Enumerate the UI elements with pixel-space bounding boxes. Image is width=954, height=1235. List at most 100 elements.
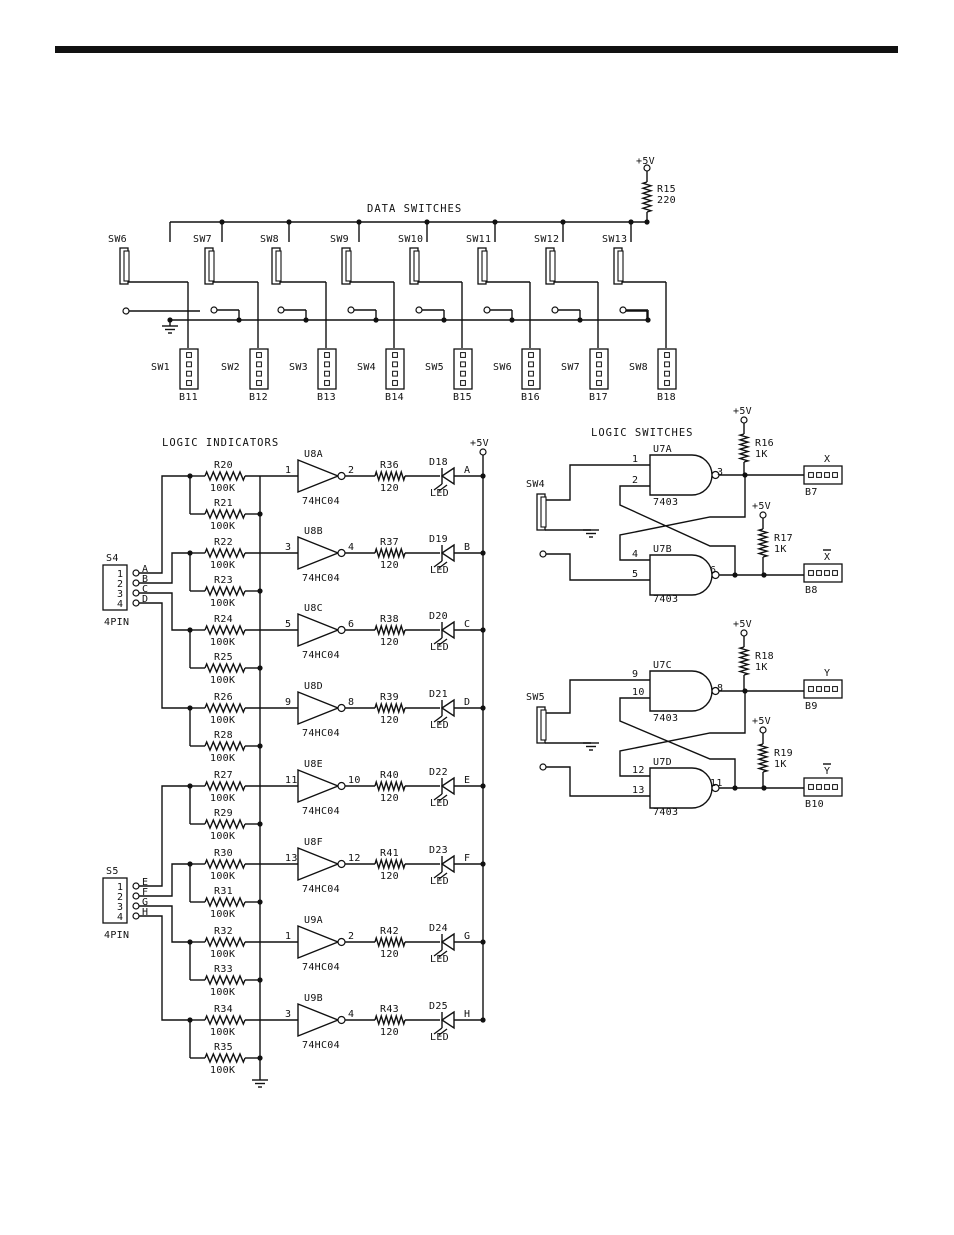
gate-input-pin: 11 — [285, 775, 298, 786]
switch-contact — [551, 306, 559, 314]
inverter-gate — [297, 690, 346, 726]
r15-value: 220 — [657, 195, 676, 206]
junction-dot — [257, 665, 263, 671]
led-resistor-ref: R41 — [380, 848, 399, 859]
header-fan-wire — [139, 592, 190, 631]
nand-bubble — [711, 470, 720, 480]
gate-part: 74HC04 — [302, 573, 340, 584]
wire-latch-in4 — [546, 766, 650, 797]
led-resistor — [374, 701, 406, 715]
led-resistor-value: 120 — [380, 793, 399, 804]
junction-dot — [480, 1017, 486, 1023]
inverter-gate — [297, 612, 346, 648]
header-pin — [132, 882, 140, 890]
led-resistor-value: 120 — [380, 637, 399, 648]
pullup-b-ref: R19 — [774, 748, 793, 759]
header-body — [102, 877, 128, 924]
wire-latch-in4 — [546, 553, 650, 581]
latch-switch-ref: SW5 — [526, 692, 545, 703]
header-fan-wire — [139, 785, 190, 887]
header-connector — [317, 348, 337, 390]
header-connector — [521, 348, 541, 390]
series-resistor-value: 100K — [210, 949, 235, 960]
gate-input-pin: 1 — [285, 931, 291, 942]
series-resistor — [204, 936, 246, 948]
wire-cross-b — [619, 485, 736, 575]
gate-part: 74HC04 — [302, 884, 340, 895]
gate-ref: U8D — [304, 681, 323, 692]
led-diode — [433, 932, 455, 958]
header-pin-number: 2 — [117, 579, 123, 590]
header-pin-number: 1 — [117, 569, 123, 580]
data-switch-body — [409, 247, 420, 285]
header-signal-label: G — [142, 897, 148, 908]
header-type: 4PIN — [104, 617, 129, 628]
led-resistor — [374, 935, 406, 949]
connector-b-signal: Y — [824, 766, 830, 777]
bottom-switch-label: SW4 — [357, 362, 376, 373]
inverter-gate — [297, 535, 346, 571]
nand-b-part: 7403 — [653, 807, 678, 818]
gate-ref: U8B — [304, 526, 323, 537]
ground-symbol — [583, 742, 599, 751]
led-label: LED — [430, 720, 449, 731]
led-label: LED — [430, 642, 449, 653]
pulldown-resistor-value: 100K — [210, 831, 235, 842]
series-resistor-ref: R26 — [214, 692, 233, 703]
pulldown-resistor — [204, 662, 246, 674]
gate-ref: U8E — [304, 759, 323, 770]
led-signal-label: F — [464, 853, 470, 864]
switch-contact — [277, 306, 285, 314]
gate-output-pin: 4 — [348, 1009, 354, 1020]
nand-b-pin1: 12 — [632, 765, 645, 776]
nand-a-pin2: 10 — [632, 687, 645, 698]
led-resistor — [374, 623, 406, 637]
junction-dot — [219, 219, 225, 225]
vcc-terminal — [740, 629, 748, 637]
led-signal-label: B — [464, 542, 470, 553]
nand-a-pin1: 1 — [632, 454, 638, 465]
inverter-gate — [297, 458, 346, 494]
led-diode — [433, 854, 455, 880]
latch-switch-contact — [539, 550, 547, 558]
series-resistor-value: 100K — [210, 560, 235, 571]
series-resistor-value: 100K — [210, 715, 235, 726]
nand-a-pin2: 2 — [632, 475, 638, 486]
header-connector — [385, 348, 405, 390]
header-rule — [55, 46, 898, 53]
junction-dot — [257, 511, 263, 517]
pulldown-resistor-ref: R21 — [214, 498, 233, 509]
gate-output-pin: 2 — [348, 931, 354, 942]
connector-b-signal: X — [824, 552, 830, 563]
nand-a-part: 7403 — [653, 713, 678, 724]
gate-ref: U9B — [304, 993, 323, 1004]
nand-b-pin2: 5 — [632, 569, 638, 580]
connector-b-ref: B10 — [805, 799, 824, 810]
switch-contact — [210, 306, 218, 314]
header-signal-label: F — [142, 887, 148, 898]
led-label: LED — [430, 876, 449, 887]
pullup-a-ref: R18 — [755, 651, 774, 662]
series-resistor-ref: R30 — [214, 848, 233, 859]
header-signal-label: D — [142, 594, 148, 605]
vcc-label-indicators: +5V — [470, 438, 489, 449]
connector-label: B16 — [521, 392, 540, 403]
led-resistor-ref: R39 — [380, 692, 399, 703]
led-diode — [433, 1010, 455, 1036]
switch-contact — [415, 306, 423, 314]
junction-dot — [424, 219, 430, 225]
led-ref: D22 — [429, 767, 448, 778]
nand-a-out-pin: 8 — [717, 683, 723, 694]
pulldown-resistor — [204, 508, 246, 520]
junction-dot — [560, 219, 566, 225]
vcc-terminal — [759, 726, 767, 734]
data-switch-body — [545, 247, 556, 285]
vcc-label-r15: +5V — [636, 156, 655, 167]
vcc-label-latch: +5V — [752, 716, 771, 727]
nand-b-out-pin: 11 — [710, 778, 723, 789]
nand-b-pin1: 4 — [632, 549, 638, 560]
series-resistor-ref: R32 — [214, 926, 233, 937]
junction-dot — [286, 219, 292, 225]
vcc-label-latch: +5V — [733, 619, 752, 630]
